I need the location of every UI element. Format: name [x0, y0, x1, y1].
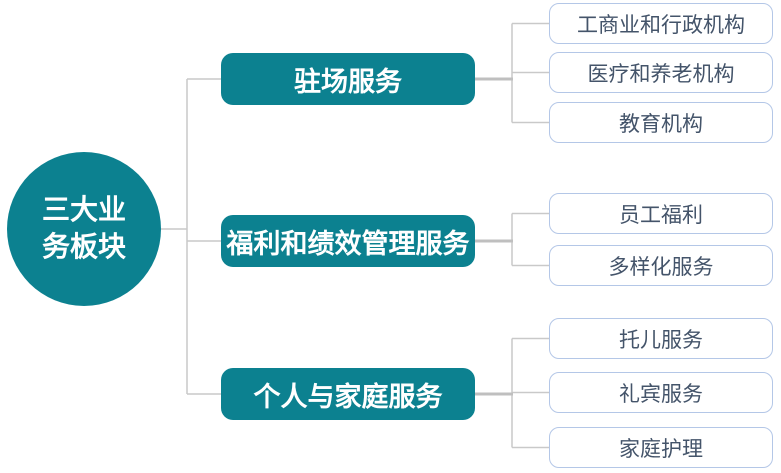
root-to-branches-connector [160, 78, 221, 395]
leaf-node-label: 托儿服务 [619, 327, 703, 352]
root-node-label: 三大业务板块 [41, 193, 126, 263]
branch-node-label: 个人与家庭服务 [253, 381, 443, 413]
leaf-node-commercial-administrative[interactable]: 工商业和行政机构 [549, 3, 773, 44]
branch3-children-connector [511, 337, 549, 449]
leaf-node-concierge[interactable]: 礼宾服务 [549, 372, 773, 413]
leaf-node-label: 家庭护理 [619, 436, 703, 461]
branch-node-welfare-performance-services[interactable]: 福利和绩效管理服务 [221, 215, 475, 267]
leaf-node-childcare[interactable]: 托儿服务 [549, 318, 773, 359]
branch1-children-connector [511, 22, 549, 124]
leaf-node-label: 工商业和行政机构 [577, 12, 745, 37]
branch-stem-connectors [475, 77, 513, 396]
leaf-node-medical-eldercare[interactable]: 医疗和养老机构 [549, 52, 773, 93]
leaf-node-diversified-services[interactable]: 多样化服务 [549, 245, 773, 286]
branch-node-onsite-services[interactable]: 驻场服务 [221, 53, 475, 105]
leaf-node-education[interactable]: 教育机构 [549, 102, 773, 143]
leaf-node-home-care[interactable]: 家庭护理 [549, 427, 773, 468]
branch-node-personal-family-services[interactable]: 个人与家庭服务 [221, 368, 475, 420]
leaf-node-label: 员工福利 [619, 202, 703, 227]
root-node-business-segments[interactable]: 三大业务板块 [7, 152, 161, 306]
leaf-node-label: 多样化服务 [608, 254, 714, 279]
leaf-node-label: 教育机构 [619, 111, 703, 136]
branch-node-label: 福利和绩效管理服务 [226, 228, 470, 260]
leaf-node-employee-welfare[interactable]: 员工福利 [549, 193, 773, 234]
leaf-node-label: 医疗和养老机构 [587, 61, 735, 86]
leaf-node-label: 礼宾服务 [619, 381, 703, 406]
branch-node-label: 驻场服务 [294, 66, 402, 98]
branch2-children-connector [511, 212, 549, 267]
